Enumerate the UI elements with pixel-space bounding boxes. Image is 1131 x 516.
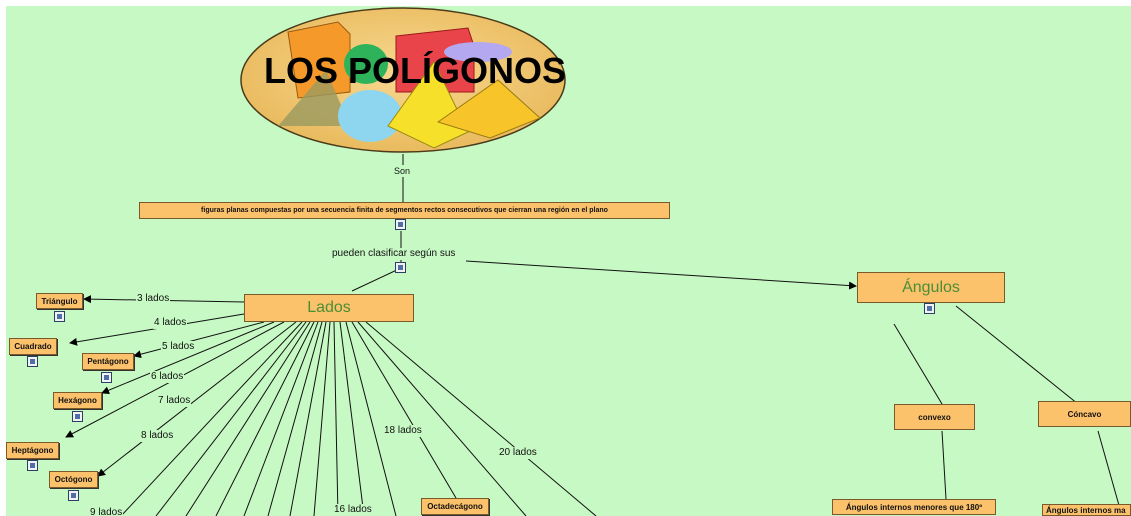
link-4-lados: 4 lados [153,317,188,329]
link-8-lados: 8 lados [140,430,175,442]
link-20-lados: 20 lados [498,447,538,459]
image-resource-icon[interactable] [27,460,38,471]
map-title: LOS POLÍGONOS [264,50,567,91]
image-resource-icon[interactable] [101,372,112,383]
concept-map: LOS POLÍGONOS Son figuras planas compues… [6,6,1131,516]
title-ellipse-image[interactable] [238,6,578,158]
hexagono-node[interactable]: Hexágono [53,392,102,409]
link-18-lados: 18 lados [383,425,423,437]
pentagono-node[interactable]: Pentágono [82,353,134,370]
image-resource-icon[interactable] [72,411,83,422]
heptagono-node[interactable]: Heptágono [6,442,59,459]
image-resource-icon[interactable] [27,356,38,367]
link-son: Son [393,165,412,177]
lados-node[interactable]: Lados [244,294,414,322]
image-resource-icon[interactable] [68,490,79,501]
link-classify: pueden clasificar según sus [331,248,457,260]
link-7-lados: 7 lados [157,395,192,407]
concavo-node[interactable]: Cóncavo [1038,401,1131,427]
image-resource-icon[interactable] [395,262,406,273]
concavo-description-node[interactable]: Ángulos internos ma [1042,504,1131,516]
convexo-description-node[interactable]: Ángulos internos menores que 180º [832,499,996,515]
angulos-node[interactable]: Ángulos [857,272,1005,303]
image-resource-icon[interactable] [395,219,406,230]
link-9-lados: 9 lados [89,507,124,516]
octogono-node[interactable]: Octógono [49,471,98,488]
image-resource-icon[interactable] [54,311,65,322]
connector-lines [65,154,1123,516]
link-5-lados: 5 lados [161,341,196,353]
link-16-lados: 16 lados [333,504,373,516]
definition-node[interactable]: figuras planas compuestas por una secuen… [139,202,670,219]
convexo-node[interactable]: convexo [894,404,975,430]
link-3-lados: 3 lados [136,293,171,305]
link-6-lados: 6 lados [150,371,185,383]
image-resource-icon[interactable] [924,303,935,314]
octadecagono-node[interactable]: Octadecágono [421,498,489,515]
cuadrado-node[interactable]: Cuadrado [9,338,57,355]
triangulo-node[interactable]: Triángulo [36,293,83,309]
